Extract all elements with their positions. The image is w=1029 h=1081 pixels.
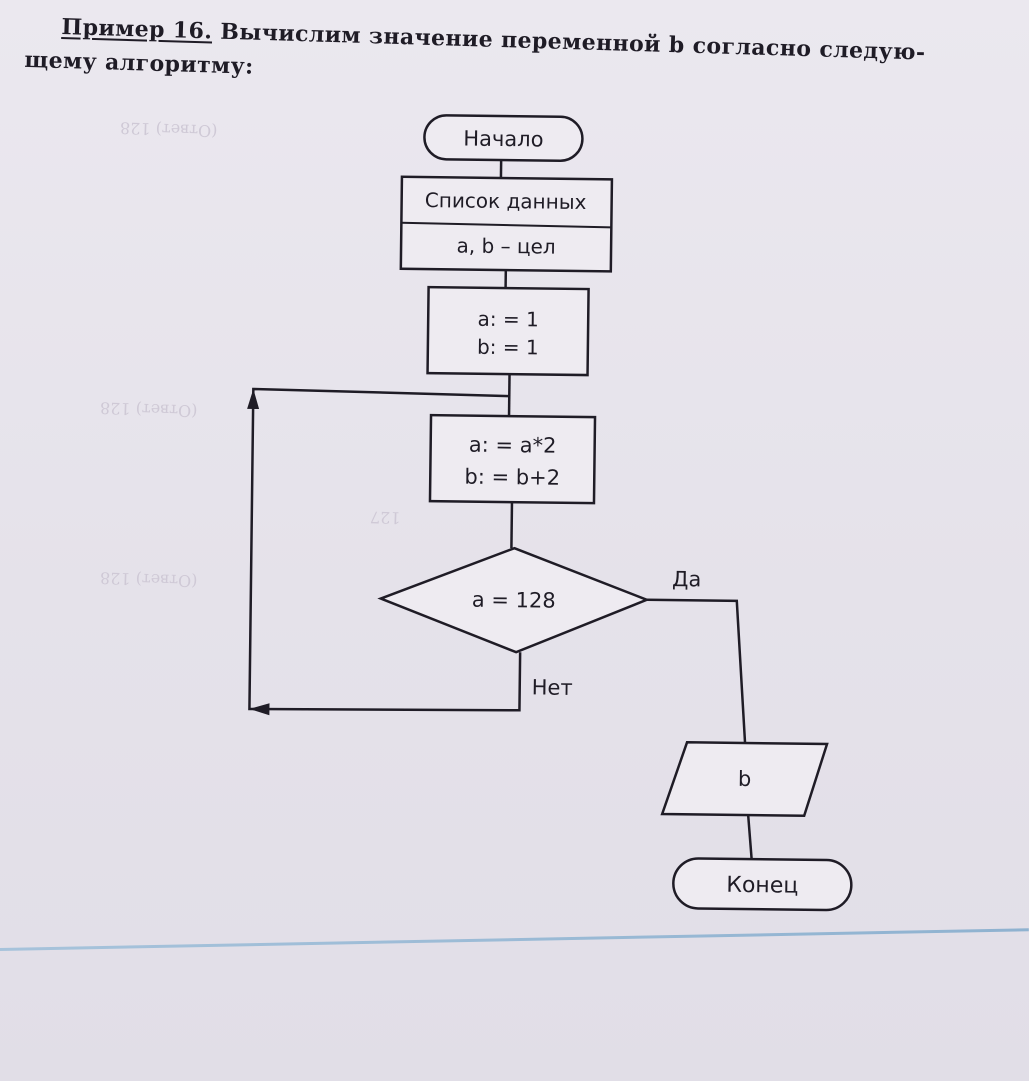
output-parallelogram — [660, 741, 829, 818]
output-label: b — [738, 767, 752, 791]
end-terminator — [672, 857, 853, 912]
arrow-left-icon — [249, 703, 270, 716]
no-branch-label: Нет — [532, 675, 573, 699]
condition-label: a = 128 — [472, 588, 556, 613]
loop-process-block — [428, 413, 597, 505]
yes-branch-label: Да — [672, 567, 702, 591]
init-line-1: a: = 1 — [477, 307, 538, 332]
init-line-2: b: = 1 — [477, 335, 539, 360]
arrow-up-icon — [247, 388, 260, 410]
loop-line-1: a: = a*2 — [469, 433, 557, 458]
loop-line-2: b: = b+2 — [464, 465, 560, 490]
end-label: Конец — [726, 873, 798, 899]
init-process-block — [426, 285, 590, 377]
data-list-header: Список данных — [425, 188, 587, 214]
connector-loop-condition — [510, 502, 514, 549]
connector-output-end — [746, 814, 753, 860]
data-list-divider — [401, 221, 612, 229]
yes-branch-line — [646, 598, 747, 744]
condition-diamond — [377, 546, 651, 654]
start-label: Начало — [463, 127, 544, 152]
data-list-declaration: a, b – цел — [456, 233, 555, 258]
start-terminator — [423, 114, 584, 162]
